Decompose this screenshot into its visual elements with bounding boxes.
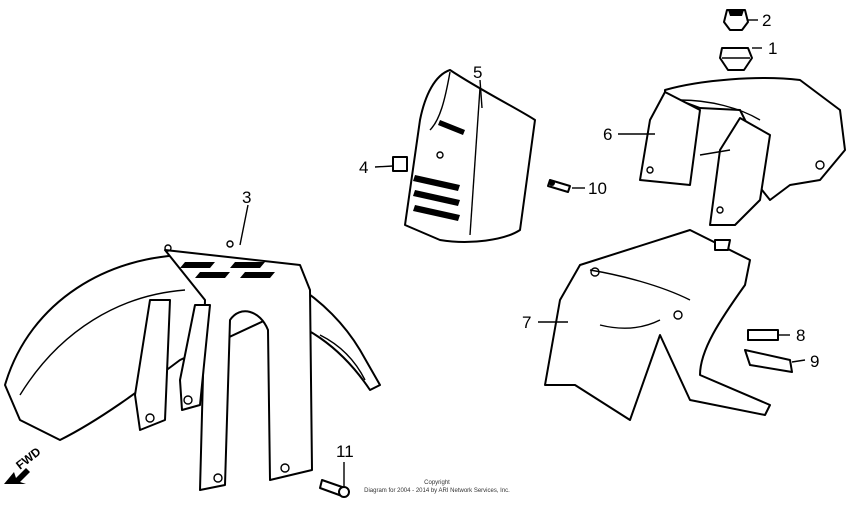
callout-1: 1 <box>768 39 777 58</box>
screw-part-4[interactable] <box>392 156 408 172</box>
callout-11: 11 <box>336 442 354 461</box>
callout-3: 3 <box>242 188 251 207</box>
callout-6: 6 <box>603 125 612 144</box>
cap-part-2[interactable] <box>723 9 749 31</box>
callout-2: 2 <box>762 11 771 30</box>
grommet-part-1[interactable] <box>719 47 753 71</box>
decal-part-9[interactable] <box>744 349 793 373</box>
headlight-cover[interactable] <box>404 69 536 243</box>
fwd-label: FWD <box>13 444 43 472</box>
decal-part-8[interactable] <box>747 329 779 341</box>
callout-9: 9 <box>810 352 819 371</box>
front-fender[interactable] <box>4 240 381 491</box>
rear-fender-section[interactable] <box>544 229 771 421</box>
callout-7: 7 <box>522 313 531 332</box>
forward-arrow-icon <box>4 468 30 484</box>
leader-lines <box>239 19 806 486</box>
callout-8: 8 <box>796 326 805 345</box>
bolt-part-11[interactable] <box>319 479 350 498</box>
forward-direction-marker: FWD <box>4 444 44 484</box>
callout-10: 10 <box>588 179 607 198</box>
top-cover[interactable] <box>639 77 846 226</box>
copyright-line-2: Diagram for 2004 - 2014 by ARI Network S… <box>364 488 510 494</box>
copyright-line-1: Copyright <box>424 480 450 486</box>
bolt-part-10[interactable] <box>547 179 571 193</box>
callout-4: 4 <box>359 158 368 177</box>
callout-5: 5 <box>473 63 482 82</box>
